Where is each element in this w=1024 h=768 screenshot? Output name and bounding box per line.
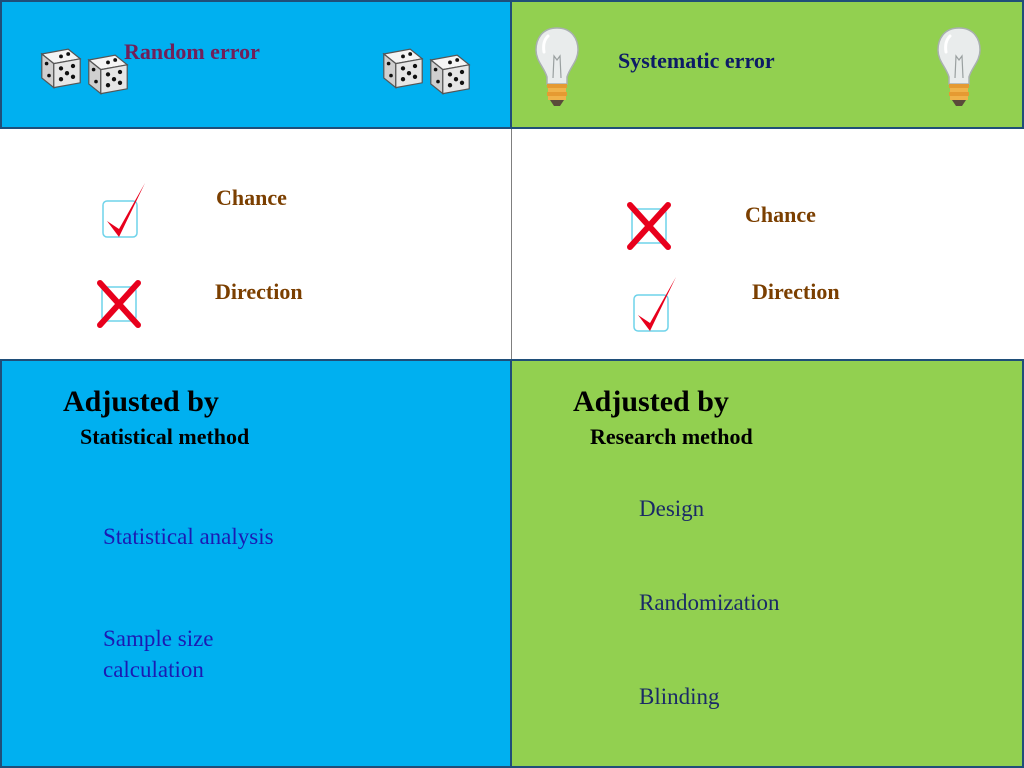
random-error-title: Random error [124, 39, 260, 64]
lightbulb-icon [936, 26, 982, 110]
random-error-adjustment: Adjusted by Statistical method Statistic… [0, 359, 512, 768]
systematic-error-header: Systematic error [512, 0, 1024, 129]
criterion-direction: Direction [752, 279, 840, 304]
systematic-error-title: Systematic error [618, 48, 775, 73]
checkmark-icon [99, 179, 149, 243]
cross-icon [626, 201, 672, 251]
systematic-error-adjustment: Adjusted by Research method Design Rando… [512, 359, 1024, 768]
checkmark-icon [630, 273, 680, 337]
list-item: Statistical analysis [103, 524, 274, 549]
method-label: Statistical method [80, 424, 250, 449]
adjusted-by-heading: Adjusted by [573, 385, 729, 418]
adjusted-by-heading: Adjusted by [63, 385, 219, 418]
list-item: Randomization [639, 590, 780, 615]
list-item: Design [639, 496, 705, 521]
systematic-error-criteria: Chance Direction [512, 129, 1024, 360]
random-error-header: Random error [0, 0, 512, 129]
criterion-chance: Chance [216, 185, 287, 210]
lightbulb-icon [534, 26, 580, 110]
criterion-chance: Chance [745, 202, 816, 227]
cross-icon [96, 279, 142, 329]
random-error-criteria: Chance Direction [0, 129, 512, 360]
dice-icon [421, 48, 479, 96]
list-item: Blinding [639, 684, 720, 709]
method-label: Research method [590, 424, 753, 449]
criterion-direction: Direction [215, 279, 303, 304]
list-item: Sample size calculation [103, 626, 214, 682]
